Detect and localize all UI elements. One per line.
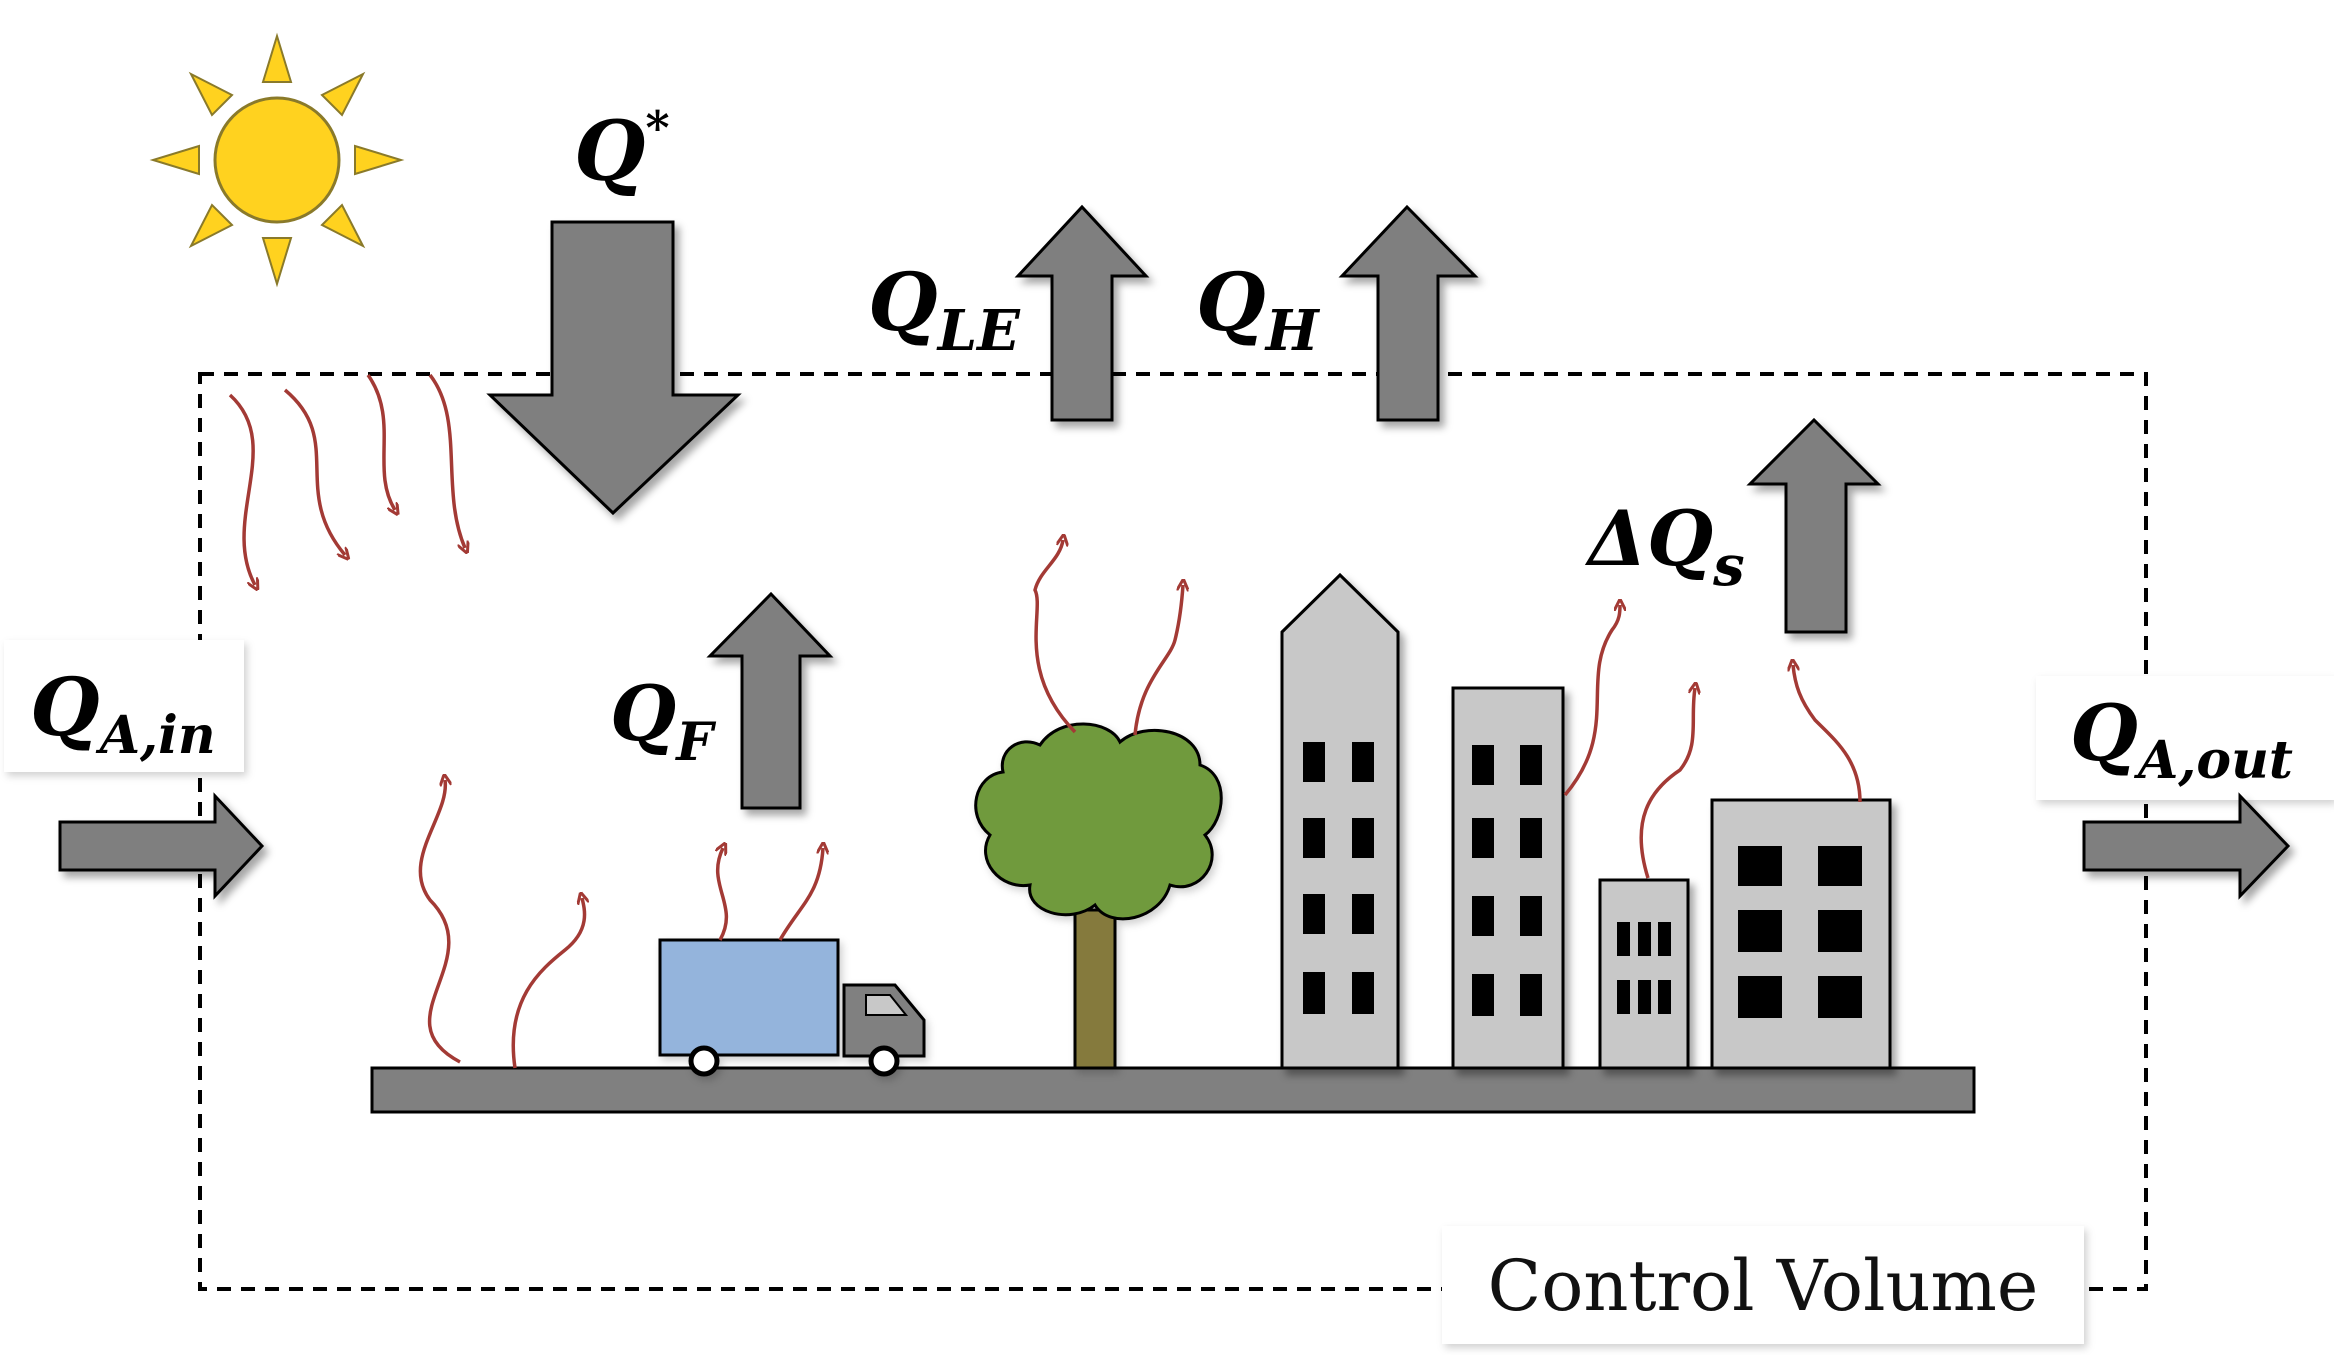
net-radiation-arrow — [486, 220, 742, 516]
control-volume-label: Control Volume — [1488, 1245, 2039, 1327]
delta-q-s-label: ΔQs — [1584, 494, 1745, 599]
advection-out-arrow — [2082, 792, 2291, 900]
q-a-out-label: QA,out — [2070, 688, 2293, 791]
latent-heat-arrow — [1014, 204, 1150, 422]
mid-rise-building — [1451, 686, 1565, 1070]
sun-icon — [149, 32, 405, 288]
anthropogenic-heat-arrow — [706, 591, 834, 810]
q-le-label: QLE — [868, 255, 1021, 364]
surface-heat-waves — [418, 780, 584, 1069]
wide-building — [1710, 798, 1892, 1070]
small-building — [1598, 878, 1690, 1070]
control-volume-label-box — [1442, 1226, 2084, 1344]
advection-in-arrow — [58, 792, 265, 900]
q-f-label: QF — [610, 669, 716, 773]
ground-surface — [370, 1066, 1976, 1114]
sensible-heat-arrow — [1338, 204, 1479, 422]
building-heat-waves — [1563, 605, 1862, 879]
truck-heat-waves — [718, 848, 823, 941]
tree-icon — [974, 722, 1223, 1070]
q-a-in-label-box — [4, 640, 244, 772]
q-star-label: Q* — [574, 101, 670, 200]
q-a-in-label: QA,in — [30, 660, 216, 766]
q-a-out-label-box — [2036, 676, 2334, 800]
q-h-label: QH — [1196, 255, 1321, 364]
tree-heat-waves — [1033, 540, 1183, 736]
tall-tower-building — [1280, 572, 1400, 1070]
storage-heat-arrow — [1746, 417, 1882, 634]
truck-icon — [658, 938, 926, 1077]
incoming-radiation-waves — [228, 373, 465, 585]
